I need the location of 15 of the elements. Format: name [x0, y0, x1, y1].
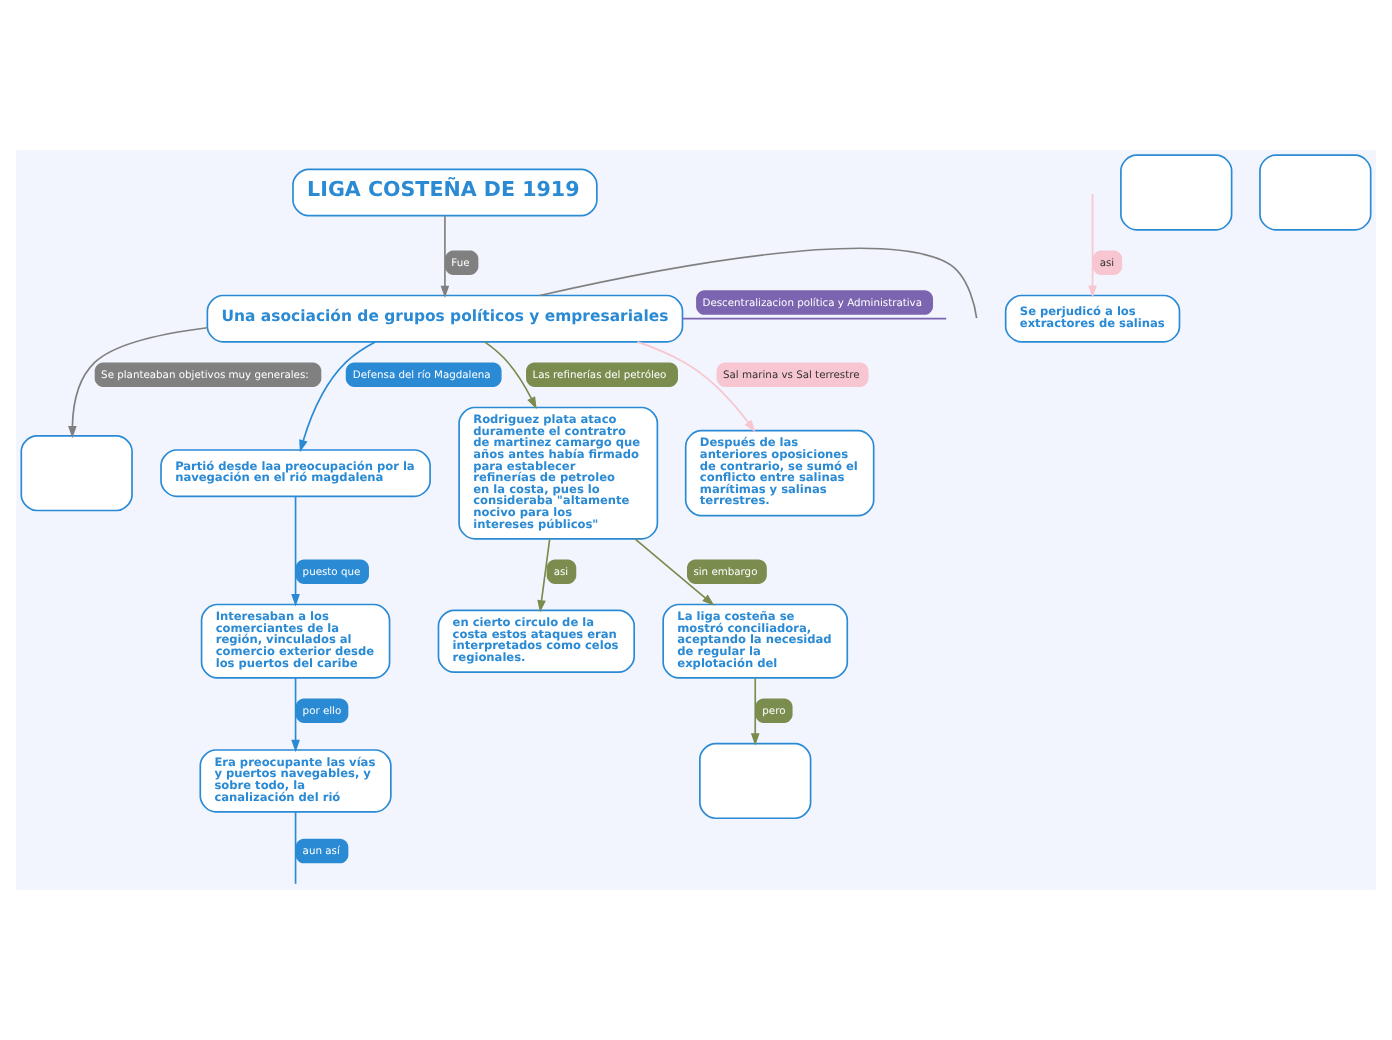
- node-box: [1120, 154, 1233, 231]
- arrow: [634, 538, 715, 606]
- arrow: [291, 677, 300, 753]
- arrow: [537, 538, 551, 613]
- node-box: [699, 742, 812, 820]
- arrow: [291, 495, 300, 607]
- node-box: [1259, 154, 1372, 231]
- arrow: [440, 215, 450, 298]
- arrow: [1088, 193, 1097, 298]
- node-box: LIGA COSTEÑA DE 1919: [292, 168, 598, 217]
- arrow: [68, 326, 209, 439]
- connector: [681, 317, 948, 320]
- connector: [294, 811, 297, 885]
- node-box: [20, 435, 133, 512]
- arrow: [750, 677, 760, 746]
